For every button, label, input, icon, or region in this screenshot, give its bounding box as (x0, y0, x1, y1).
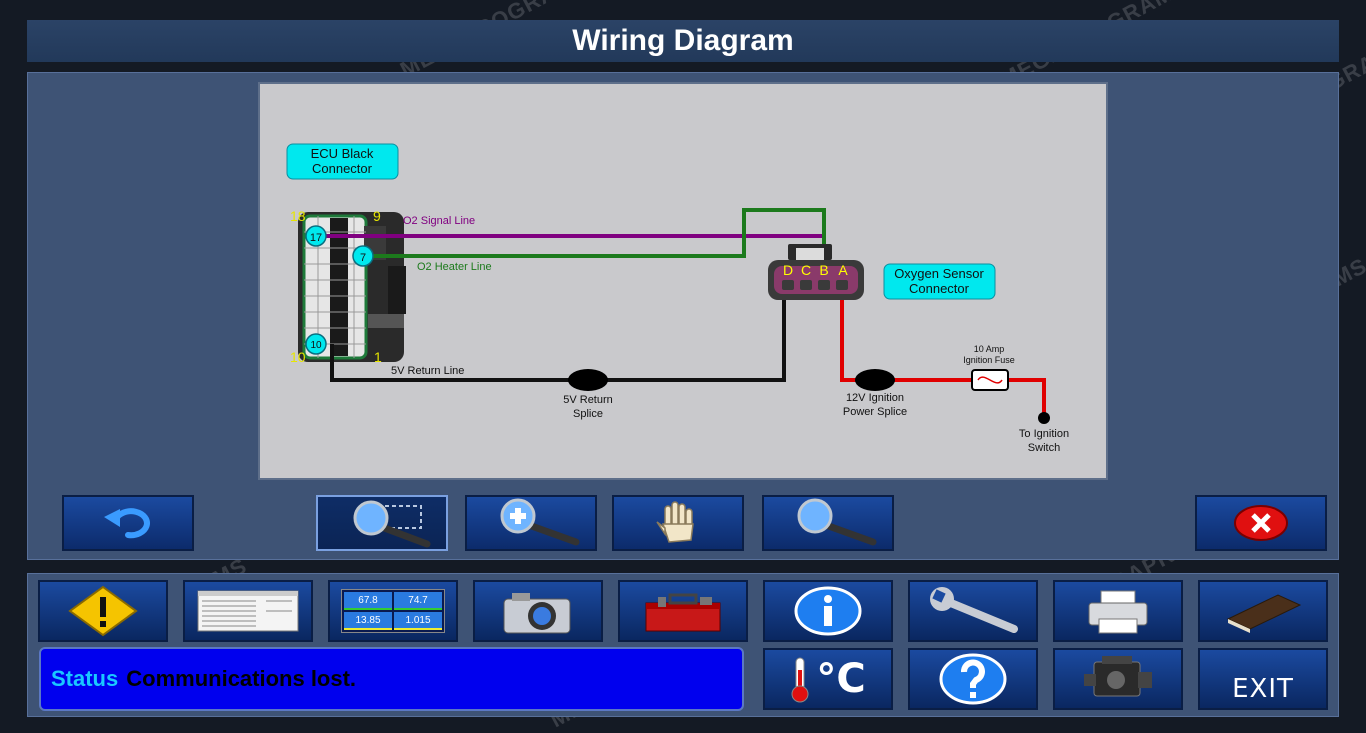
book-icon (1226, 594, 1302, 633)
zoom-out-button[interactable] (762, 495, 894, 551)
wiring-diagram[interactable]: ECU Black Connector 18 9 10 1 (258, 82, 1108, 480)
gauge-value: 67.8 (344, 592, 392, 610)
fuse-icon (977, 376, 1003, 384)
exit-button[interactable]: EXIT (1198, 648, 1328, 710)
gauges-button[interactable]: 67.8 74.7 13.85 1.015 (328, 580, 458, 642)
status-message: Communications lost. (126, 666, 357, 691)
engine-button[interactable] (1053, 648, 1183, 710)
help-icon (939, 653, 1007, 705)
ecu-pin-9-label: 9 (373, 208, 381, 224)
gauge-value: 1.015 (394, 612, 442, 630)
o2-pin-a: A (838, 262, 848, 278)
pan-button[interactable] (612, 495, 744, 551)
close-x-icon (1234, 505, 1288, 541)
zoom-in-button[interactable] (465, 495, 597, 551)
toolbox-icon (645, 593, 721, 632)
status-bar: Status Communications lost. (39, 647, 744, 711)
settings-button[interactable] (908, 580, 1038, 642)
o2-signal-line-label: O2 Signal Line (403, 215, 475, 227)
help-button[interactable] (908, 648, 1038, 710)
ecu-connector (298, 212, 406, 362)
thermometer-icon (791, 657, 809, 703)
gauge-value: 74.7 (394, 592, 442, 610)
o2-sensor-label-line2: Connector (909, 281, 970, 296)
ecu-pin-10 (305, 333, 327, 355)
hand-icon (656, 501, 694, 543)
zoom-in-icon (500, 498, 580, 546)
ecu-pin-1-label: 1 (374, 349, 382, 365)
status-label: Status (51, 666, 119, 691)
12v-splice-label-line1: 12V Ignition (846, 392, 904, 404)
toolbox-button[interactable] (618, 580, 748, 642)
o2-pin-d: D (783, 262, 793, 278)
o2-heater-wire (363, 208, 826, 258)
ecu-pin-17-text: 17 (310, 232, 322, 244)
ecu-pin-10-label: 10 (290, 349, 306, 365)
data-list-button[interactable] (183, 580, 313, 642)
5v-splice-label-line2: Splice (573, 408, 603, 420)
camera-button[interactable] (473, 580, 603, 642)
close-button[interactable] (1195, 495, 1327, 551)
return-line-label: 5V Return Line (391, 365, 464, 377)
ignition-switch-terminal (1038, 412, 1050, 424)
exit-label: EXIT (1232, 674, 1294, 704)
gauges-icon: 67.8 74.7 13.85 1.015 (341, 589, 445, 633)
wrench-icon (930, 587, 1018, 633)
o2-sensor-label-line1: Oxygen Sensor (894, 266, 984, 281)
ecu-pin-7-text: 7 (360, 252, 366, 264)
power-wire (840, 284, 1046, 414)
data-list-icon (197, 590, 299, 632)
undo-arrow-icon (104, 508, 150, 539)
ecu-pin-17 (305, 225, 327, 247)
ignition-label-line2: Switch (1028, 442, 1060, 454)
gauge-value: 13.85 (344, 612, 392, 630)
ecu-pin-7 (352, 245, 374, 267)
fuse-label-line1: 10 Amp (974, 344, 1005, 354)
12v-splice-label-line2: Power Splice (843, 406, 907, 418)
info-button[interactable] (763, 580, 893, 642)
page-title: Wiring Diagram (27, 20, 1339, 62)
print-button[interactable] (1053, 580, 1183, 642)
back-button[interactable] (62, 495, 194, 551)
ecu-label-line2: Connector (312, 161, 373, 176)
zoom-window-button[interactable] (316, 495, 448, 551)
5v-splice-label-line1: 5V Return (563, 394, 613, 406)
o2-pin-c: C (801, 262, 811, 278)
ignition-label-line1: To Ignition (1019, 428, 1069, 440)
celsius-label: °C (816, 656, 866, 702)
zoom-window-icon (353, 500, 431, 548)
return-wire (330, 284, 786, 382)
printer-icon (1088, 590, 1148, 634)
fuse-label-line2: Ignition Fuse (963, 355, 1015, 365)
5v-return-splice (568, 369, 608, 391)
o2-pin-b: B (819, 262, 828, 278)
temperature-units-button[interactable]: °C (763, 648, 893, 710)
12v-power-splice (855, 369, 895, 391)
ecu-pin-18-label: 18 (290, 208, 306, 224)
ecu-pin-10-text: 10 (310, 340, 322, 351)
engine-icon (1084, 656, 1152, 697)
o2-sensor-label-box (883, 263, 996, 300)
warning-icon (68, 585, 138, 637)
ecu-label-line1: ECU Black (311, 146, 374, 161)
ecu-label-box (286, 143, 399, 180)
oxygen-sensor-connector (768, 244, 864, 300)
magnifier-icon (797, 498, 877, 546)
o2-heater-line-label: O2 Heater Line (417, 261, 492, 273)
warning-button[interactable] (38, 580, 168, 642)
camera-icon (503, 593, 571, 634)
manual-button[interactable] (1198, 580, 1328, 642)
info-icon (794, 586, 862, 636)
